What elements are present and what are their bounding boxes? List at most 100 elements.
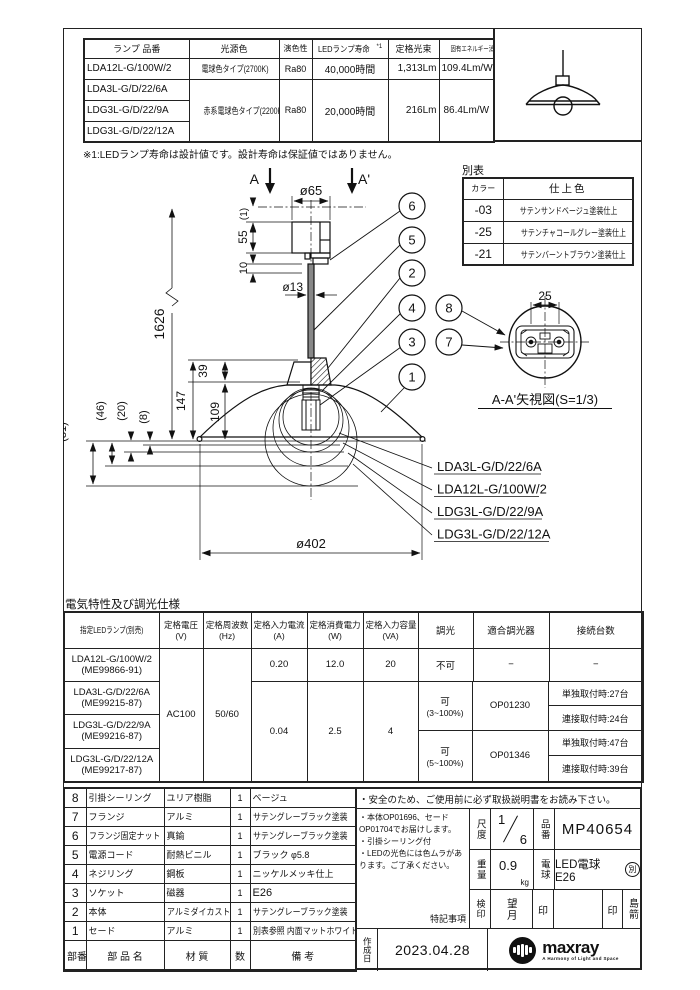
lamp-labels: LDA3L-G/D/22/6A LDA12L-G/100W/2 LDG3L-G/…: [338, 432, 551, 542]
color-finish-21-text: サテンバーントブラウン塗装仕上: [520, 249, 626, 260]
dim-phi402: ø402: [296, 536, 326, 551]
part-no-2: 2: [63, 901, 87, 922]
el-header-power-l1: 定格消費電力: [309, 620, 361, 631]
part-qty-8: 1: [229, 787, 251, 808]
el-lamp-1: LDA12L-G/100W/2(ME99866-91): [63, 647, 160, 682]
scale-value: 1 6: [491, 809, 534, 849]
spec-flux-group: 216Lm: [387, 78, 440, 143]
el-header-frequency-l2: (Hz): [218, 631, 236, 642]
el-header-current: 定格入力電流(A): [250, 611, 308, 649]
color-table: カラー 仕上色 -03 サテンサンドベージュ塗装仕上 -25 サテンチャコールグ…: [462, 177, 634, 266]
color-header-finish: 仕上色: [502, 177, 634, 200]
spec-model-1: LDA12L-G/100W/2: [83, 57, 190, 80]
part-mat-5: 耐熱ビニル: [163, 844, 231, 865]
el-header-dimming: 調光: [417, 611, 474, 649]
part-mat-7: アルミ: [163, 806, 231, 827]
el-units-39: 連接取付時:39台: [561, 763, 629, 774]
bulb-label-text: 電球: [538, 859, 550, 880]
remarks-label: 特記事項: [429, 913, 466, 924]
color-finish-21: サテンバーントブラウン塗装仕上: [502, 242, 634, 266]
item-label-text: 品番: [538, 818, 550, 840]
dim-1626: 1626: [151, 308, 167, 339]
extension-lines: [86, 196, 560, 560]
section-label-a2: A': [358, 171, 370, 187]
spec-header-life: LEDランプ寿命*1: [311, 38, 389, 59]
bulb-value-text: LED電球 E26: [555, 858, 601, 884]
el-header-voltage-l2: (V): [175, 631, 187, 642]
title-block: ・安全のため、ご使用前に必ず取扱説明書をお読み下さい。 ・本体OP01696、セ…: [355, 787, 642, 971]
el-units-27: 単独取付時:27台: [548, 682, 642, 707]
el-header-units: 接続台数: [548, 611, 644, 649]
scale-numerator: 1: [498, 812, 506, 827]
el-header-current-l2: (A): [273, 631, 285, 642]
part-mat-1: アルミ: [163, 920, 231, 941]
spec-header-model: ランプ 品番: [83, 38, 190, 59]
dimension-texts: ø65 (1) 55 10 ø13 1626 147 39 109 (46) (…: [63, 183, 552, 551]
el-dimming-a: 可 (3~100%): [419, 681, 473, 731]
lamp-label-100w: LDA12L-G/100W/2: [437, 482, 547, 497]
section-view-label: A-A'矢視図(S=1/3): [492, 392, 598, 407]
el-header-lamp: 指定LEDランプ(別売): [63, 611, 160, 649]
el-dimming-grid-cell: 可 (3~100%) OP01230 単独取付時:27台 連接取付時:24台 可…: [417, 680, 644, 782]
part-qty-7: 1: [229, 806, 251, 827]
spec-model-2: LDA3L-G/D/22/6A: [83, 78, 190, 101]
spec-eff-group: 86.4Lm/W: [438, 78, 495, 143]
icon-box-divider-v: [493, 28, 495, 141]
dim-46: (46): [95, 401, 107, 421]
lamp-label-9a: LDG3L-G/D/22/9A: [437, 504, 544, 519]
callout-1: 1: [408, 370, 415, 385]
parts-header-material: 材 質: [163, 939, 231, 972]
dim-109: 109: [208, 402, 222, 422]
part-mat-6: 真鍮: [163, 825, 231, 846]
part-note-6: サテングレーブラック塗装: [249, 825, 357, 846]
callouts: 6 5 2 4 3 1 8 7: [313, 192, 506, 413]
part-name-2: 本体: [85, 901, 165, 922]
weight-value: 0.9 kg: [491, 850, 534, 889]
brand-logo: maxray A Harmony of Light and Space: [488, 929, 640, 971]
stamp-label-1: 印: [533, 890, 554, 928]
el-units-1: −: [548, 647, 644, 682]
date-label-text: 作成日: [362, 937, 373, 963]
spec-life-1: 40,000時間: [311, 57, 389, 80]
remark-color-variation: ・LEDの光色には色ムラがあります。ご了承ください。: [359, 849, 463, 870]
dim-gap1: (1): [239, 208, 250, 220]
part-note-3: E26: [249, 882, 357, 903]
el-capacity-1: 20: [362, 647, 419, 682]
remark-ceiling-cap: ・引掛シーリング付: [359, 837, 431, 846]
spec-color-1-text: 電球色タイプ(2700K): [200, 64, 269, 74]
section-label-a: A: [250, 171, 260, 187]
inspector-2-name: 島箭: [626, 898, 638, 920]
el-dimming-b-l2: (5~100%): [426, 757, 464, 768]
lamp-label-12a: LDG3L-G/D/22/12A: [437, 527, 551, 542]
remark-delivery: ・本体OP01696、セードOP01704でお届けします。: [359, 813, 457, 834]
part-name-4: ネジリング: [85, 863, 165, 884]
brand-tagline: A Harmony of Light and Space: [542, 956, 619, 961]
part-note-6-text: サテングレーブラック塗装: [252, 831, 348, 841]
el-dimming-b: 可 (5~100%): [419, 731, 473, 781]
dimension-drawing: A A': [63, 168, 612, 560]
el-lamp-3-model: LDG3L-G/D/22/9A: [72, 720, 151, 732]
part-mat-3: 磁器: [163, 882, 231, 903]
spec-cri-group: Ra80: [278, 78, 313, 143]
parts-header-qty: 数: [229, 939, 251, 972]
spec-life-footnote-mark: *1: [376, 43, 383, 50]
parts-header-name: 部 品 名: [85, 939, 165, 972]
color-finish-25-text: サテンチャコールグレー塗装仕上: [520, 228, 626, 238]
el-voltage: AC100: [158, 647, 204, 782]
part-name-6-text: フランジ固定ナット: [88, 831, 160, 841]
spec-life-group: 20,000時間: [311, 78, 389, 143]
el-lamp-3: LDG3L-G/D/22/9A(ME99216-87): [63, 714, 160, 749]
el-header-dimmer: 適合調光器: [472, 611, 550, 649]
part-mat-4: 鋼板: [163, 863, 231, 884]
part-qty-4: 1: [229, 863, 251, 884]
el-power-group: 2.5: [306, 680, 364, 782]
el-dimming-b-l1: 可: [440, 746, 450, 758]
stamp-label-2: 印: [603, 890, 623, 928]
part-note-2-text: サテングレーブラック塗装: [252, 907, 348, 917]
part-name-5: 電源コード: [85, 844, 165, 865]
part-mat-8: ユリア樹脂: [163, 787, 231, 808]
bulb-value: LED電球 E26 別: [555, 850, 640, 889]
callout-2: 2: [408, 266, 415, 281]
